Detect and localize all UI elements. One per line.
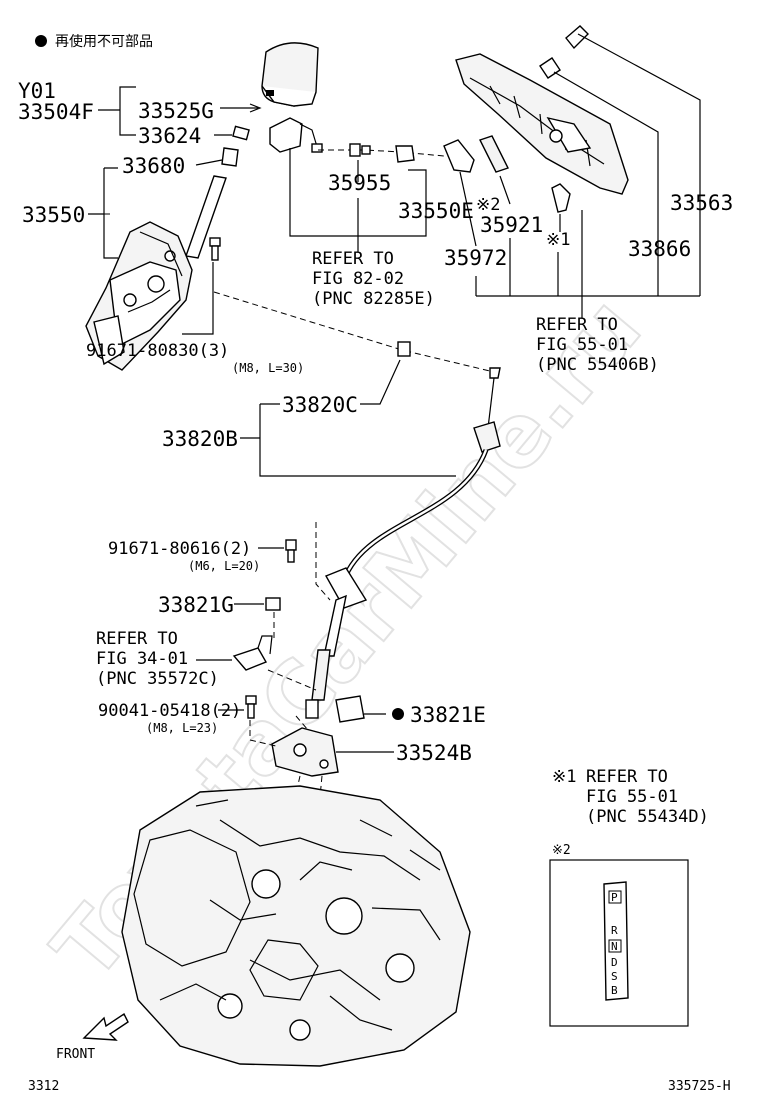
shift-button xyxy=(269,117,323,153)
ref-fig-55-01-b: REFER TO FIG 55-01 (PNC 55406B) xyxy=(536,315,659,375)
label-33821G: 33821G xyxy=(158,593,234,617)
mark-note1-legend: ※1 xyxy=(552,767,576,787)
non-reusable-bullet-icon xyxy=(35,35,47,47)
transmission xyxy=(121,785,471,1067)
bulb-socket-part xyxy=(539,25,589,79)
label-33624: 33624 xyxy=(138,124,201,148)
clip-33821E xyxy=(335,695,365,723)
console-panel xyxy=(455,53,629,195)
bolt-90041-05418 xyxy=(245,695,257,719)
label-35921: 35921 xyxy=(480,213,543,237)
label-91671-80616: 91671-80616(2) xyxy=(108,539,251,559)
part-35972 xyxy=(443,139,475,173)
label-33866: 33866 xyxy=(628,237,691,261)
non-reusable-33821E-icon xyxy=(392,708,404,720)
mark-note1: ※1 xyxy=(546,230,570,250)
svg-text:FIG 82-02: FIG 82-02 xyxy=(312,269,404,289)
inset-mark: ※2 xyxy=(552,843,571,858)
shift-lever-assembly xyxy=(85,175,227,371)
gear-letter-d: D xyxy=(611,956,618,969)
legend-note: 再使用不可部品 xyxy=(55,33,153,50)
spec-90041-05418: (M8, L=23) xyxy=(146,721,218,735)
part-33550E xyxy=(395,145,415,163)
label-y01: Y01 xyxy=(18,79,56,103)
svg-text:(PNC 55434D): (PNC 55434D) xyxy=(586,807,709,827)
bracket-33524B xyxy=(271,727,339,777)
label-91671-80830: 91671-80830(3) xyxy=(86,341,229,361)
label-33820C: 33820C xyxy=(282,393,358,417)
clip-part xyxy=(551,183,571,213)
svg-text:REFER TO: REFER TO xyxy=(586,767,668,787)
part-33820C xyxy=(397,341,411,357)
gear-letter-p: P xyxy=(611,891,618,904)
label-35955: 35955 xyxy=(328,171,391,195)
gear-letter-n: N xyxy=(611,940,618,953)
gear-letter-s: S xyxy=(611,970,618,983)
svg-text:(PNC 35572C): (PNC 35572C) xyxy=(96,669,219,689)
spec-91671-80616: (M6, L=20) xyxy=(188,559,260,573)
nut-33821G xyxy=(265,597,281,611)
ref-fig-34-01: REFER TO FIG 34-01 (PNC 35572C) xyxy=(96,629,219,689)
bolt-91671-80616 xyxy=(285,539,297,563)
label-33524B: 33524B xyxy=(396,741,472,765)
ref-fig-82-02: REFER TO FIG 82-02 (PNC 82285E) xyxy=(312,249,435,309)
gear-indicator-plate: P R N D S B xyxy=(603,881,629,1001)
label-33550E: 33550E xyxy=(398,199,474,223)
mark-note2: ※2 xyxy=(476,195,500,215)
svg-text:(PNC 55406B): (PNC 55406B) xyxy=(536,355,659,375)
label-33525G: 33525G xyxy=(138,99,214,123)
svg-text:FIG 34-01: FIG 34-01 xyxy=(96,649,188,669)
front-arrow-icon xyxy=(82,1012,129,1041)
part-35921 xyxy=(479,135,509,173)
svg-text:REFER TO: REFER TO xyxy=(312,249,394,269)
bolt-91671-80830 xyxy=(209,237,221,261)
svg-text:FIG 55-01: FIG 55-01 xyxy=(586,787,678,807)
gear-letter-b: B xyxy=(611,984,618,997)
svg-text:FIG 55-01: FIG 55-01 xyxy=(536,335,628,355)
svg-text:(PNC 82285E): (PNC 82285E) xyxy=(312,289,435,309)
shift-knob xyxy=(261,42,319,107)
front-label: FRONT xyxy=(56,1047,95,1062)
svg-text:REFER TO: REFER TO xyxy=(536,315,618,335)
label-33563: 33563 xyxy=(670,191,733,215)
label-33820B: 33820B xyxy=(162,427,238,451)
spec-91671-80830: (M8, L=30) xyxy=(232,361,304,375)
shift-cable xyxy=(305,367,501,719)
part-35955 xyxy=(349,143,361,157)
label-33504F: 33504F xyxy=(18,100,94,124)
bracket-35572C xyxy=(232,635,273,671)
label-90041-05418: 90041-05418(2) xyxy=(98,701,241,721)
label-33680: 33680 xyxy=(122,154,185,178)
ref-fig-55-01-d: REFER TO FIG 55-01 (PNC 55434D) xyxy=(586,767,709,827)
part-33624 xyxy=(232,125,250,141)
svg-text:REFER TO: REFER TO xyxy=(96,629,178,649)
part-33680 xyxy=(221,147,239,167)
footer-right-code: 335725-H xyxy=(668,1079,731,1094)
label-33550: 33550 xyxy=(22,203,85,227)
label-33821E: 33821E xyxy=(410,703,486,727)
gear-letter-r: R xyxy=(611,924,618,937)
footer-left-code: 3312 xyxy=(28,1079,59,1094)
label-35972: 35972 xyxy=(444,246,507,270)
